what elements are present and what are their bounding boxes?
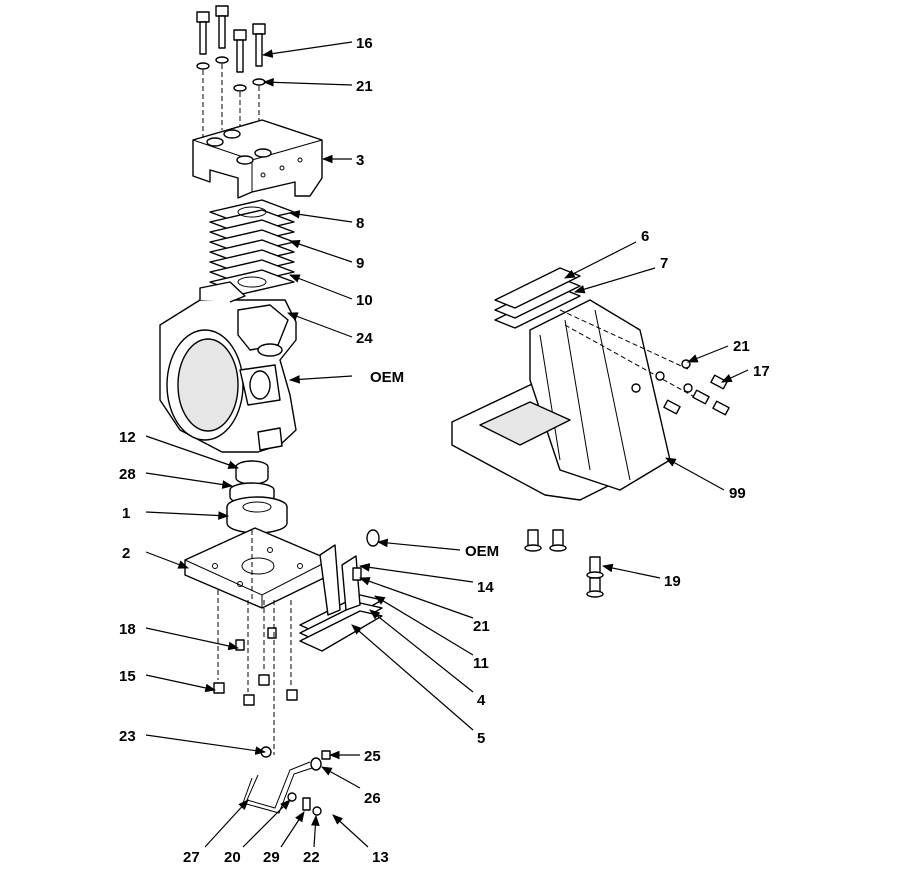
shim-stack [209,199,295,295]
callout-18: 18 [119,621,136,638]
hose-fitting [242,746,331,816]
callout-12: 12 [119,429,136,446]
callout-19: 19 [664,573,681,590]
callout-21: 21 [356,78,373,95]
mounting-block [192,119,323,199]
base-plate [184,527,331,609]
callout-2: 2 [122,545,130,562]
callout-5: 5 [477,730,485,747]
callout-29: 29 [263,849,280,866]
bolt [215,5,229,130]
bearing [226,496,288,534]
callout-9: 9 [356,255,364,272]
bolt [196,11,210,140]
callout-oem-nut: OEM [465,543,499,560]
studs [524,529,604,598]
callout-25: 25 [364,748,381,765]
bracket-assembly [451,267,701,501]
callout-1: 1 [122,505,130,522]
callout-11: 11 [473,655,489,672]
callout-26: 26 [364,790,381,807]
callout-3: 3 [356,152,364,169]
callout-17: 17 [753,363,770,380]
callout-28: 28 [119,466,136,483]
callout-10: 10 [356,292,373,309]
callout-21-arm: 21 [473,618,490,635]
callout-20: 20 [224,849,241,866]
callout-16: 16 [356,35,373,52]
callout-15: 15 [119,668,136,685]
motor-housing [159,281,297,453]
callout-8: 8 [356,215,364,232]
callout-6: 6 [641,228,649,245]
callout-99: 99 [729,485,746,502]
callout-21-bracket: 21 [733,338,750,355]
right-bolts [631,359,730,416]
callout-labels: 16 21 3 8 9 10 24 OEM 12 28 1 2 18 15 23… [119,35,770,866]
top-bolts [196,5,266,160]
callout-27: 27 [183,849,200,866]
callout-24: 24 [356,330,373,347]
bolt [252,23,266,150]
callout-14: 14 [477,579,494,596]
callout-7: 7 [660,255,668,272]
callout-22: 22 [303,849,320,866]
callout-oem-housing: OEM [370,369,404,386]
leader-lines [145,41,749,848]
bearing-nut [235,460,269,485]
lower-bolts [213,590,298,755]
callout-13: 13 [372,849,389,866]
callout-4: 4 [477,692,486,709]
callout-23: 23 [119,728,136,745]
link-arm-assembly [299,529,383,652]
